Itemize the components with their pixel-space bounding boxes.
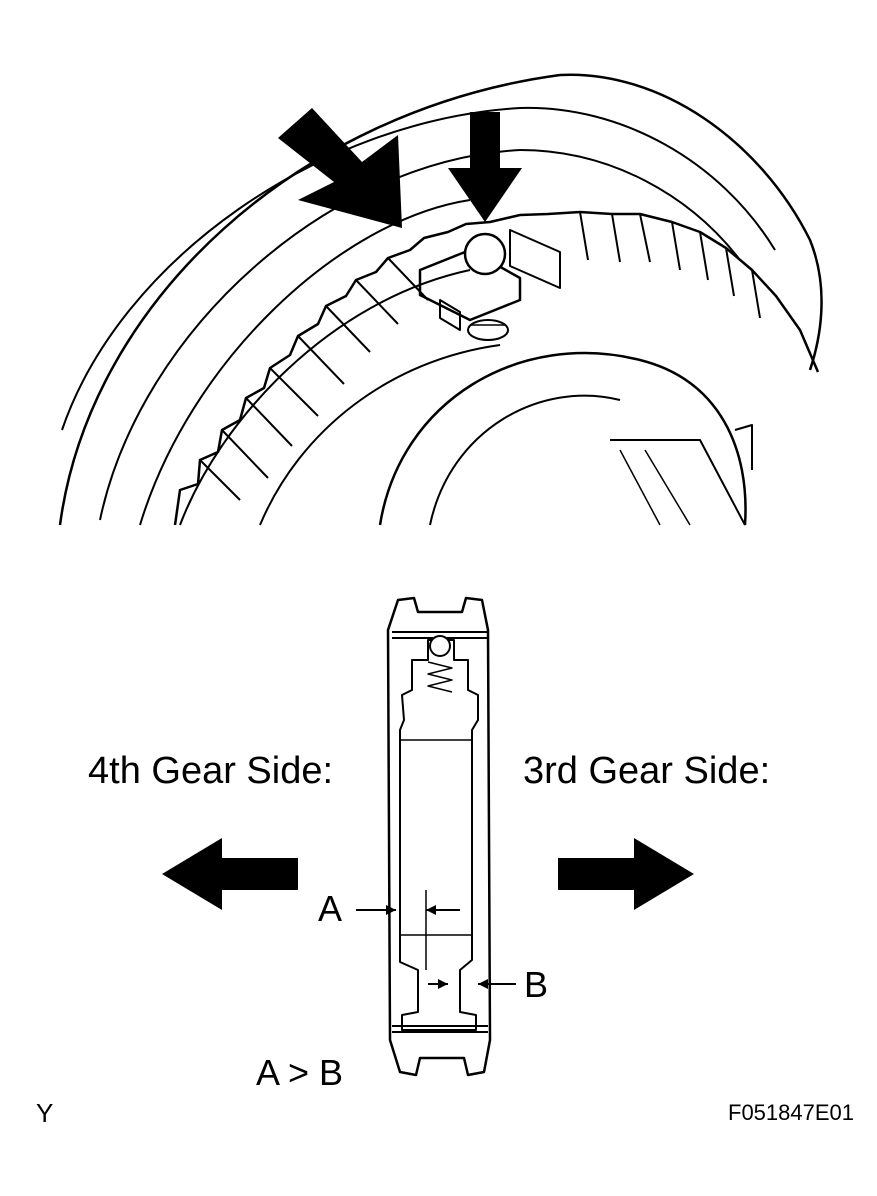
dimension-a-label: A <box>318 888 343 929</box>
corner-mark: Y <box>36 1098 54 1128</box>
pointer-arrow-down <box>448 112 522 222</box>
pointer-arrow-diagonal <box>278 108 402 228</box>
fourth-gear-side-label: 4th Gear Side: <box>88 750 334 792</box>
key-cross-section <box>356 596 516 1077</box>
dimension-b-label: B <box>524 964 549 1005</box>
dimension-relation: A > B <box>256 1052 344 1093</box>
arrow-right <box>558 838 694 910</box>
arrow-left <box>162 838 298 910</box>
pointer-arrows <box>278 108 522 228</box>
third-gear-side-label: 3rd Gear Side: <box>523 750 771 792</box>
synchronizer-gear-illustration <box>58 73 823 526</box>
figure-code: F051847E01 <box>728 1100 854 1125</box>
